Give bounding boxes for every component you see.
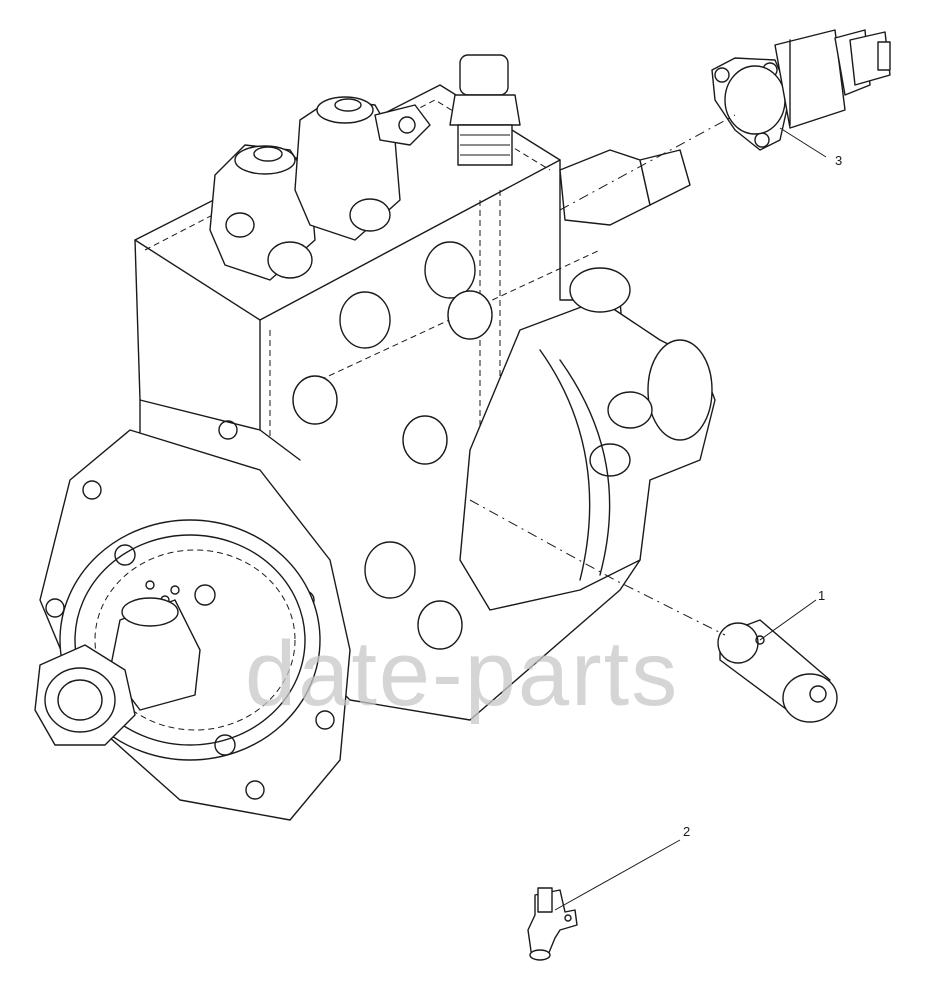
exploded-view-lines (469, 114, 827, 911)
callout-1-label: 1 (818, 588, 825, 603)
cylindrical-pin-icon (717, 619, 838, 723)
fuel-injection-pump-icon (34, 54, 716, 821)
callout-2-label: 2 (683, 824, 690, 839)
metering-valve-icon (711, 29, 891, 151)
callout-3-label: 3 (835, 153, 842, 168)
watermark-text: date-parts (245, 623, 679, 725)
speed-sensor-icon (527, 887, 578, 961)
